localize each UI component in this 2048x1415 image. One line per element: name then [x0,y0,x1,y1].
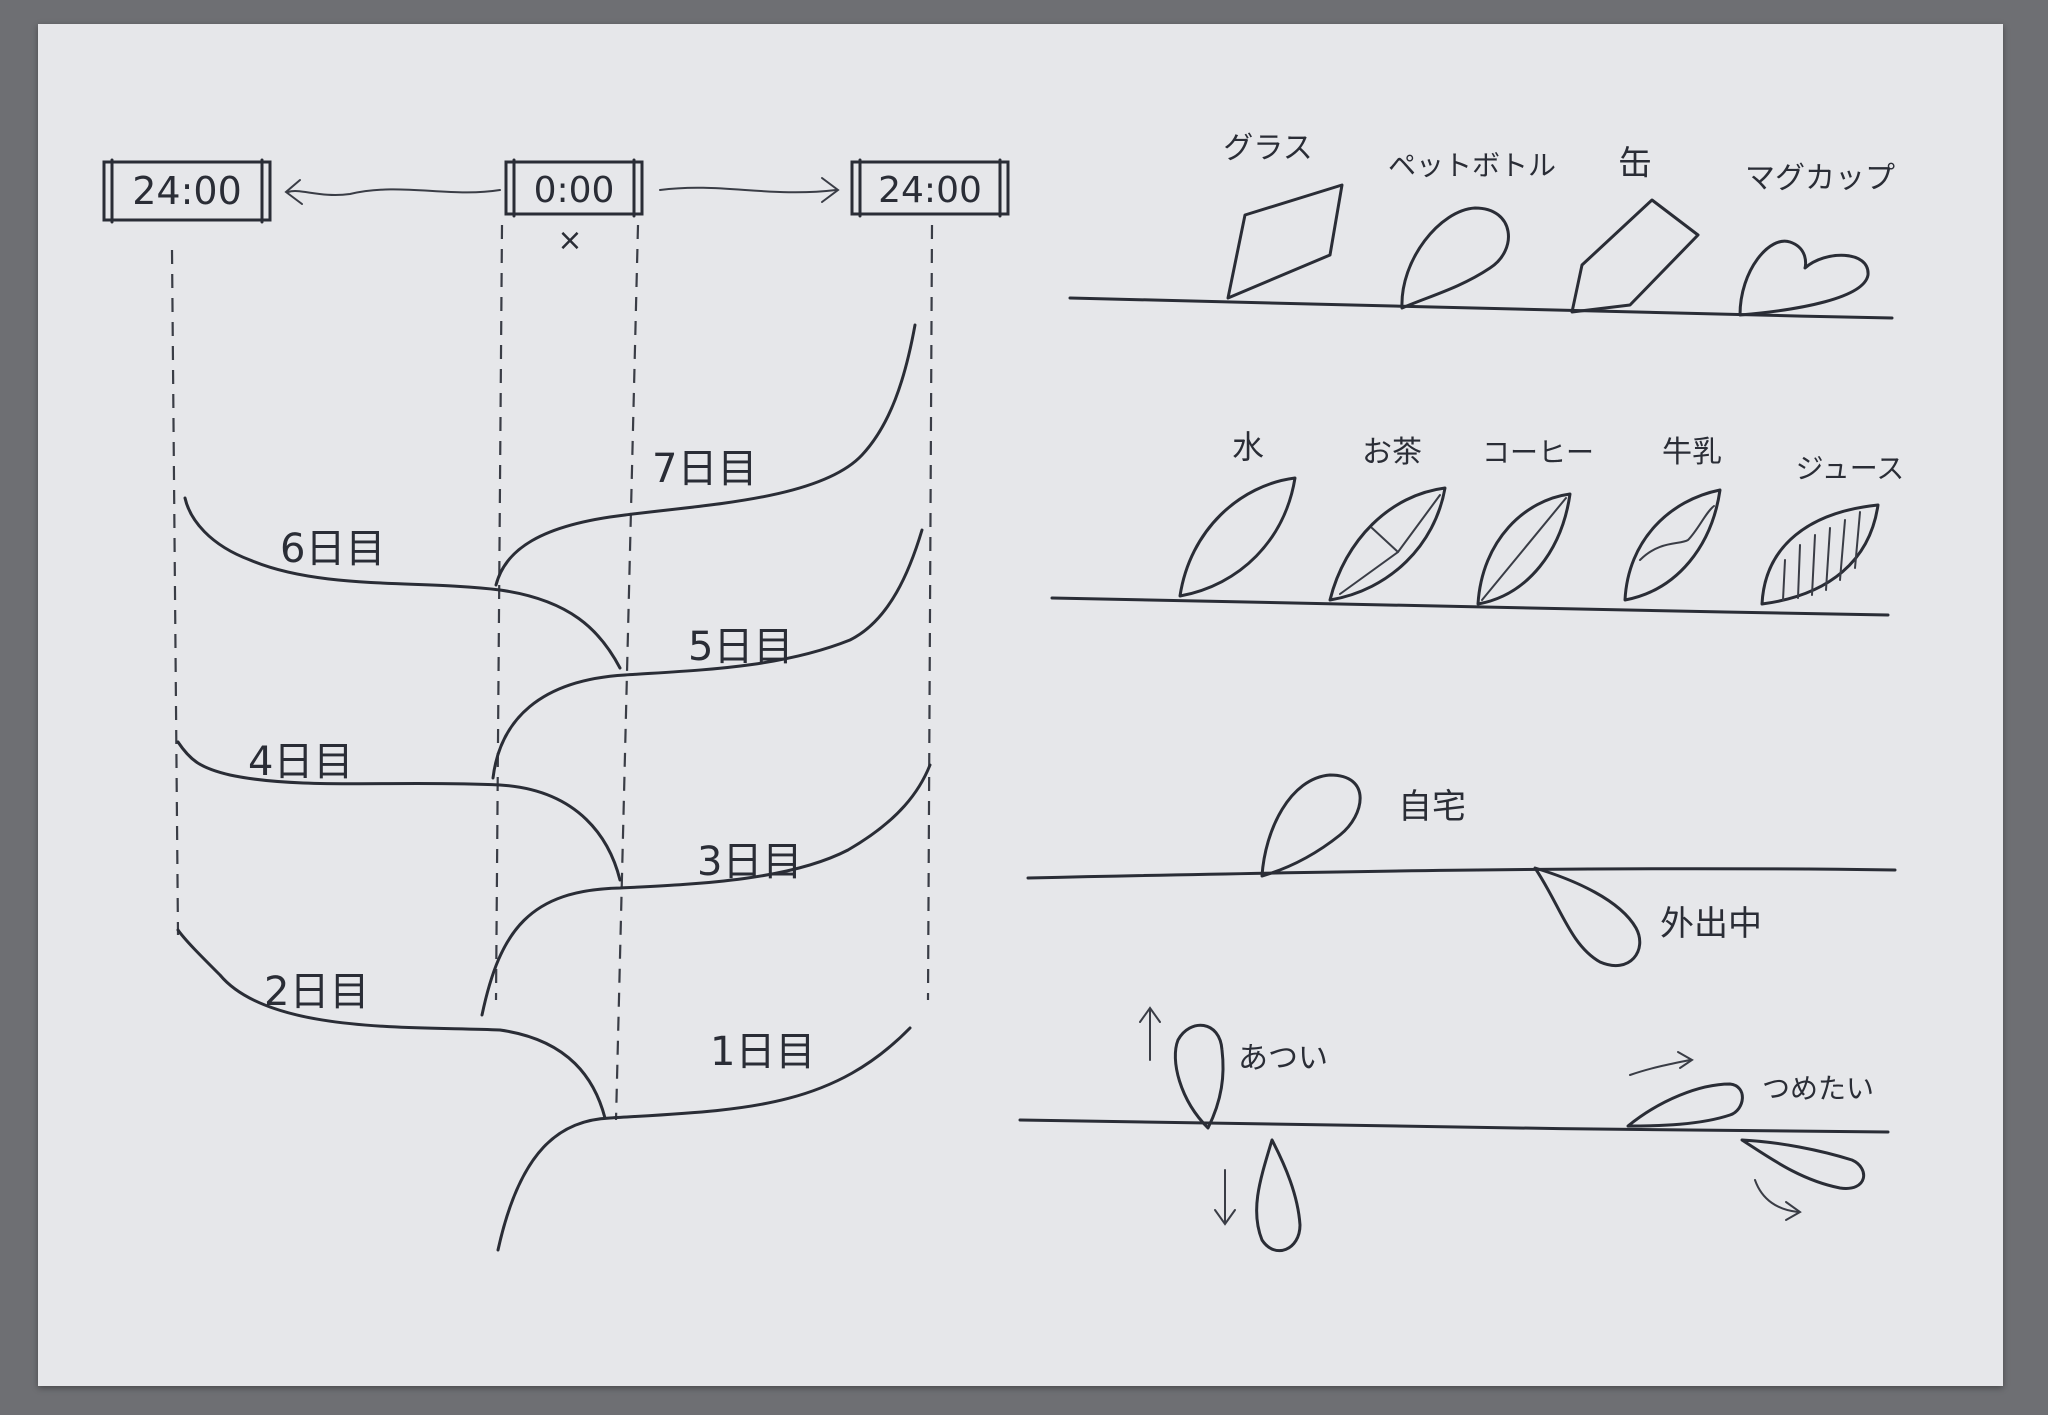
temperature-legend: あつい つめたい [1018,1006,1890,1253]
timeline: 24:00 0:00 24:00 × [102,158,1010,1252]
right-arrow-bottom-icon [1754,1179,1802,1221]
can-label: 缶 [1618,144,1652,184]
mug-label: マグカップ [1745,161,1895,196]
time-right-label: 24:00 [878,170,982,211]
coffee-icon [1476,492,1572,606]
water-icon [1178,476,1297,598]
can-icon [1570,198,1700,314]
start-marker: × [557,223,582,258]
milk-icon [1623,488,1722,602]
day4-label: 4日目 [248,739,353,785]
out-label: 外出中 [1660,904,1762,944]
home-icon [1260,773,1362,878]
cold-icon [1626,1082,1744,1128]
guide-center-left [494,224,504,1001]
time-box-left: 24:00 [102,158,272,224]
guide-center-right [614,224,640,1121]
juice-label: ジュース [1796,452,1905,485]
water-label: 水 [1232,428,1264,466]
day6-curve [183,496,622,670]
milk-label: 牛乳 [1662,435,1722,470]
day7-label: 7日目 [652,446,757,492]
arrow-left [284,179,501,205]
arrow-right [659,177,840,203]
cold-label: つめたい [1762,1072,1874,1105]
down-arrow-icon [1214,1169,1236,1226]
day3-label: 3日目 [697,839,802,885]
time-left-label: 24:00 [132,169,242,213]
day1-curve [496,1026,912,1252]
hot-drop-below-icon [1255,1138,1302,1253]
sketch-paper [38,24,2003,1386]
container-legend: グラス ペットボトル 缶 マグカップ [1068,131,1895,320]
time-box-center: 0:00 [504,158,644,218]
cold-drop-below-icon [1740,1138,1866,1190]
day4-curve [176,740,622,882]
location-baseline [1026,867,1897,880]
mug-icon [1738,239,1870,317]
day1-label: 1日目 [710,1029,815,1075]
hot-label: あつい [1238,1041,1328,1076]
up-arrow-icon [1139,1006,1161,1061]
time-box-right: 24:00 [850,158,1010,218]
glass-label: グラス [1223,131,1312,166]
day5-curve [491,528,924,780]
temperature-baseline [1018,1118,1890,1134]
home-label: 自宅 [1398,787,1466,827]
day6-label: 6日目 [280,526,385,572]
tea-label: お茶 [1362,435,1422,470]
day2-label: 2日目 [264,969,369,1015]
container-baseline [1068,296,1894,320]
tea-icon [1328,486,1447,602]
bottle-icon [1400,206,1510,310]
guide-right [926,224,934,1001]
juice-icon [1760,503,1880,606]
drink-baseline [1050,596,1890,617]
guide-left [170,249,180,936]
coffee-label: コーヒー [1482,436,1594,469]
bottle-label: ペットボトル [1388,149,1556,182]
hot-icon [1173,1023,1225,1130]
right-arrow-top-icon [1629,1051,1694,1076]
day3-curve [480,763,932,1017]
drink-legend: 水 お茶 コーヒー 牛乳 ジュース [1050,428,1905,617]
glass-icon [1226,183,1344,300]
day7-curve [494,323,917,587]
location-legend: 自宅 外出中 [1026,773,1897,968]
day5-label: 5日目 [688,624,793,670]
out-icon [1533,866,1642,968]
time-center-label: 0:00 [534,170,615,211]
day2-curve [176,928,607,1120]
